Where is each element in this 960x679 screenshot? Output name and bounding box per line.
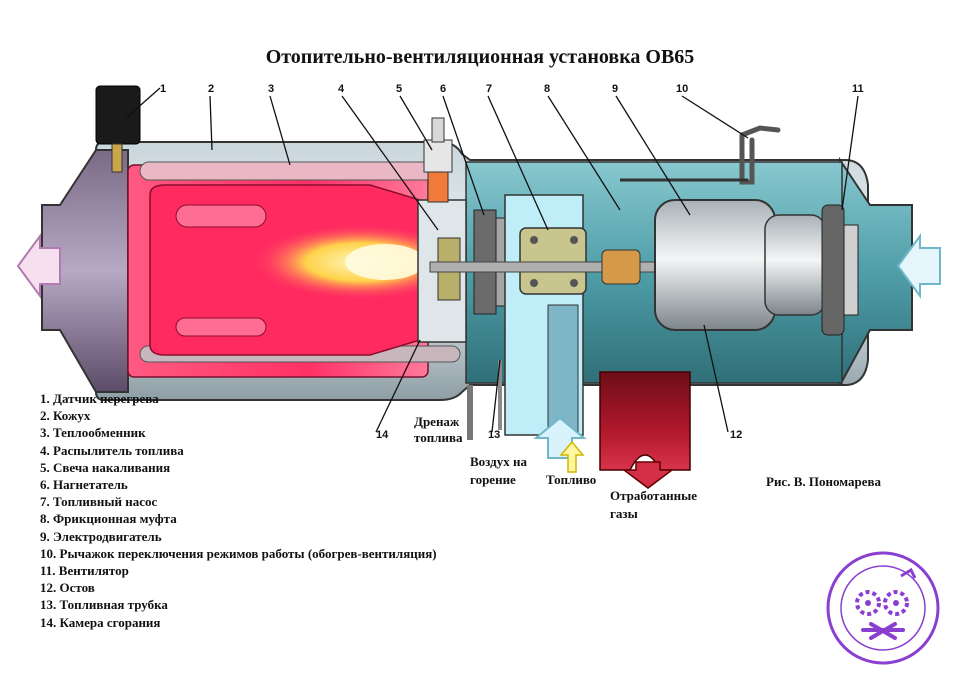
callout-9: 9 — [612, 83, 618, 95]
exhaust-arrow-icon — [621, 461, 675, 489]
callout-13: 13 — [488, 429, 500, 441]
legend-list: 1. Датчик перегрева 2. Кожух 3. Теплообм… — [40, 390, 437, 631]
legend-item: 3. Теплообменник — [40, 425, 146, 441]
electric-motor — [654, 199, 776, 331]
chamber-slot-bottom — [175, 317, 267, 337]
fuel-arrow-icon — [559, 440, 585, 473]
label-drain-2: топлива — [414, 430, 463, 445]
callout-5: 5 — [396, 83, 402, 95]
callout-numbers: 1 2 3 4 5 6 7 8 9 10 11 12 13 14 — [160, 83, 864, 441]
label-air-2: горение — [470, 472, 516, 487]
callout-11: 11 — [852, 83, 864, 95]
label-air-1: Воздух на — [470, 454, 527, 469]
mode-lever — [739, 125, 781, 185]
legend-item: 10. Рычажок переключения режимов работы … — [40, 545, 437, 561]
fan-hub — [843, 224, 859, 316]
legend-item: 7. Топливный насос — [40, 494, 158, 510]
fuel-pump-bolt — [570, 279, 578, 287]
fan — [821, 204, 845, 336]
diagram-title: Отопительно-вентиляционная установка ОВ6… — [265, 46, 695, 68]
fuel-inlet-pipe — [547, 304, 579, 436]
callout-4: 4 — [338, 83, 345, 95]
legend-item: 13. Топливная трубка — [40, 597, 168, 613]
legend-item: 12. Остов — [40, 580, 95, 596]
legend-item: 5. Свеча накаливания — [40, 459, 171, 475]
label-exhaust-2: газы — [610, 506, 638, 521]
motor-front — [764, 214, 826, 316]
callout-2: 2 — [208, 83, 214, 95]
exhaust-pipe — [599, 371, 691, 471]
legend-item: 2. Кожух — [40, 408, 91, 424]
stamp-logo-icon — [826, 551, 940, 665]
credit: Рис. В. Пономарева — [766, 474, 882, 489]
fuel-pump-bolt — [530, 279, 538, 287]
flame-core — [345, 244, 425, 280]
callout-8: 8 — [544, 83, 550, 95]
label-exhaust-1: Отработанные — [610, 488, 697, 503]
leader-lines — [125, 87, 859, 433]
overheat-sensor — [95, 85, 141, 145]
glow-plug-tip — [431, 117, 445, 143]
legend-item: 14. Камера сгорания — [40, 614, 161, 630]
legend-item: 8. Фрикционная муфта — [40, 511, 177, 527]
legend-item: 4. Распылитель топлива — [40, 442, 184, 458]
callout-1: 1 — [160, 83, 166, 95]
label-fuel: Топливо — [546, 472, 596, 487]
callout-12: 12 — [730, 429, 742, 441]
legend-item: 1. Датчик перегрева — [40, 391, 159, 406]
legend-item: 9. Электродвигатель — [40, 528, 162, 544]
fuel-pump — [519, 227, 587, 295]
fuel-pump-bolt — [570, 236, 578, 244]
label-drain-1: Дренаж — [414, 414, 460, 429]
legend-item: 11. Вентилятор — [40, 563, 129, 579]
chamber-slot-top — [175, 204, 267, 228]
outlet-arrow-icon — [16, 232, 61, 300]
callout-14: 14 — [376, 429, 389, 441]
legend-item: 6. Нагнетатель — [40, 477, 128, 493]
fuel-pump-bolt — [530, 236, 538, 244]
inlet-arrow-icon — [896, 232, 941, 300]
callout-10: 10 — [676, 83, 688, 95]
glow-plug-coil — [427, 171, 449, 203]
friction-clutch — [601, 249, 641, 285]
right-end-cap — [839, 156, 913, 386]
callout-7: 7 — [486, 83, 492, 95]
overheat-sensor-probe — [111, 143, 123, 173]
callout-6: 6 — [440, 83, 446, 95]
callout-3: 3 — [268, 83, 274, 95]
